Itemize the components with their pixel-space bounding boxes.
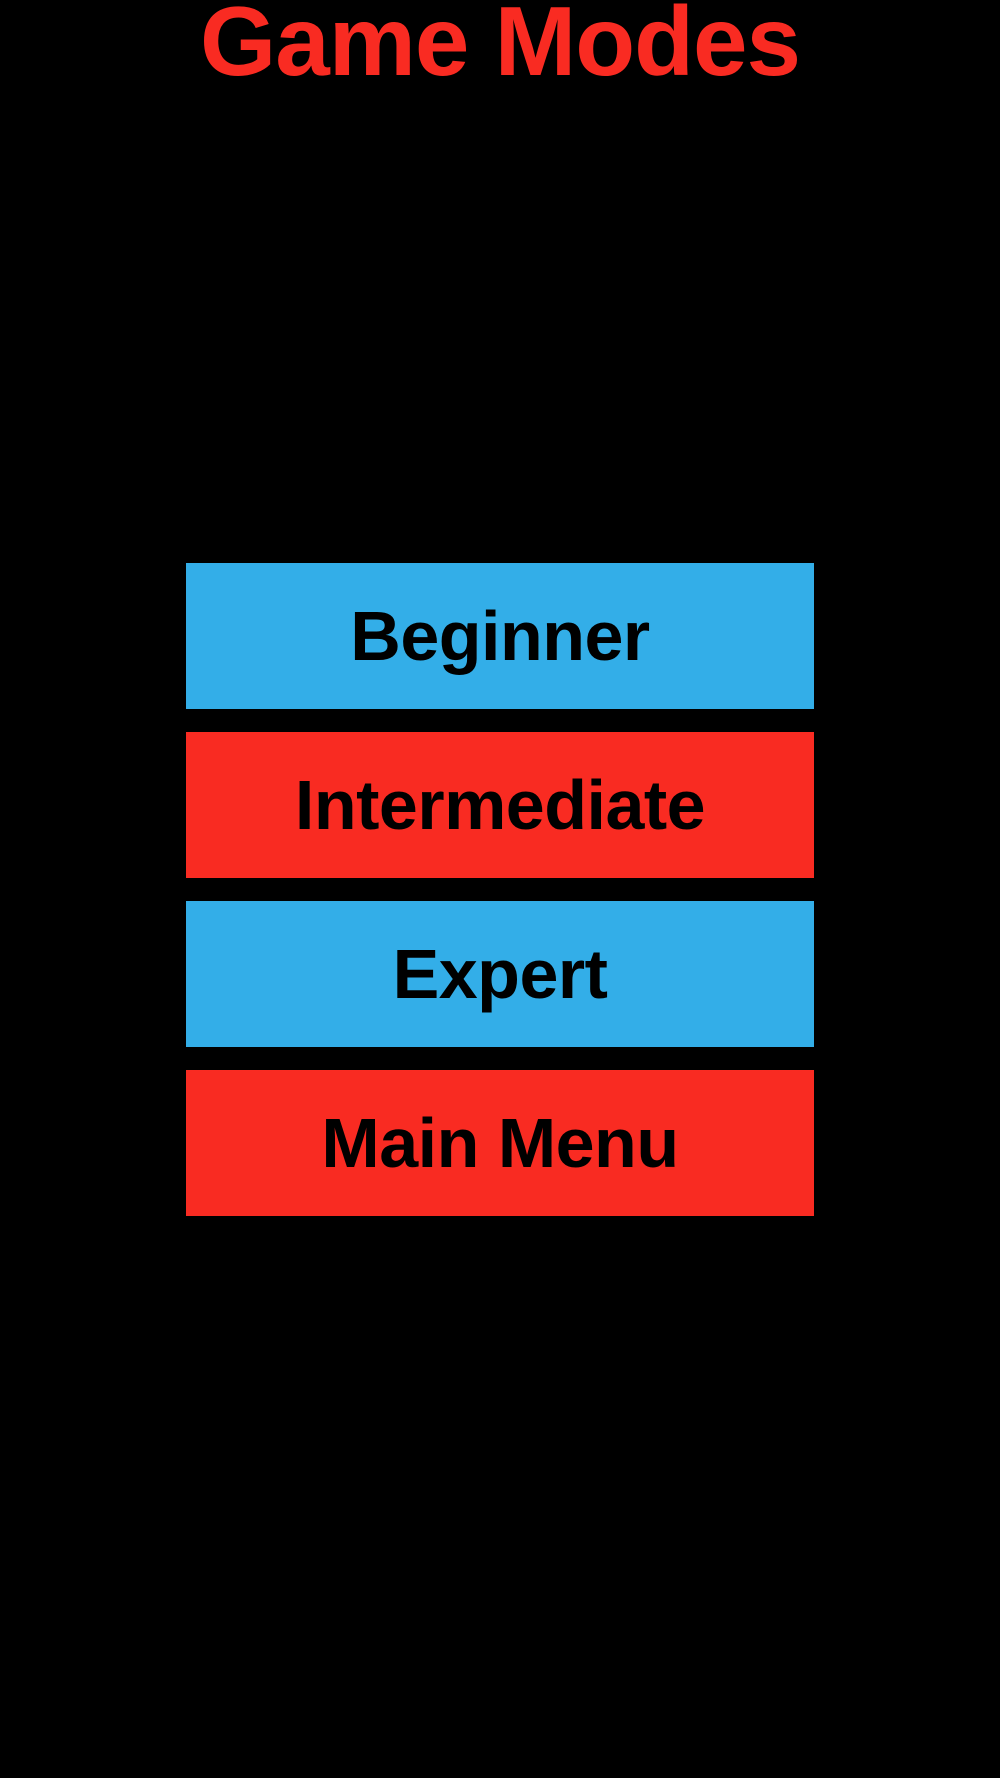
game-mode-button-list: Beginner Intermediate Expert Main Menu bbox=[186, 563, 814, 1216]
expert-button-label: Expert bbox=[392, 935, 608, 1013]
main-menu-button[interactable]: Main Menu bbox=[186, 1070, 814, 1216]
beginner-button-label: Beginner bbox=[350, 597, 650, 675]
beginner-button[interactable]: Beginner bbox=[186, 563, 814, 709]
page-header: Game Modes bbox=[0, 0, 1000, 200]
expert-button[interactable]: Expert bbox=[186, 901, 814, 1047]
page-title: Game Modes bbox=[200, 0, 801, 97]
main-menu-button-label: Main Menu bbox=[321, 1104, 679, 1182]
intermediate-button[interactable]: Intermediate bbox=[186, 732, 814, 878]
intermediate-button-label: Intermediate bbox=[294, 766, 706, 844]
